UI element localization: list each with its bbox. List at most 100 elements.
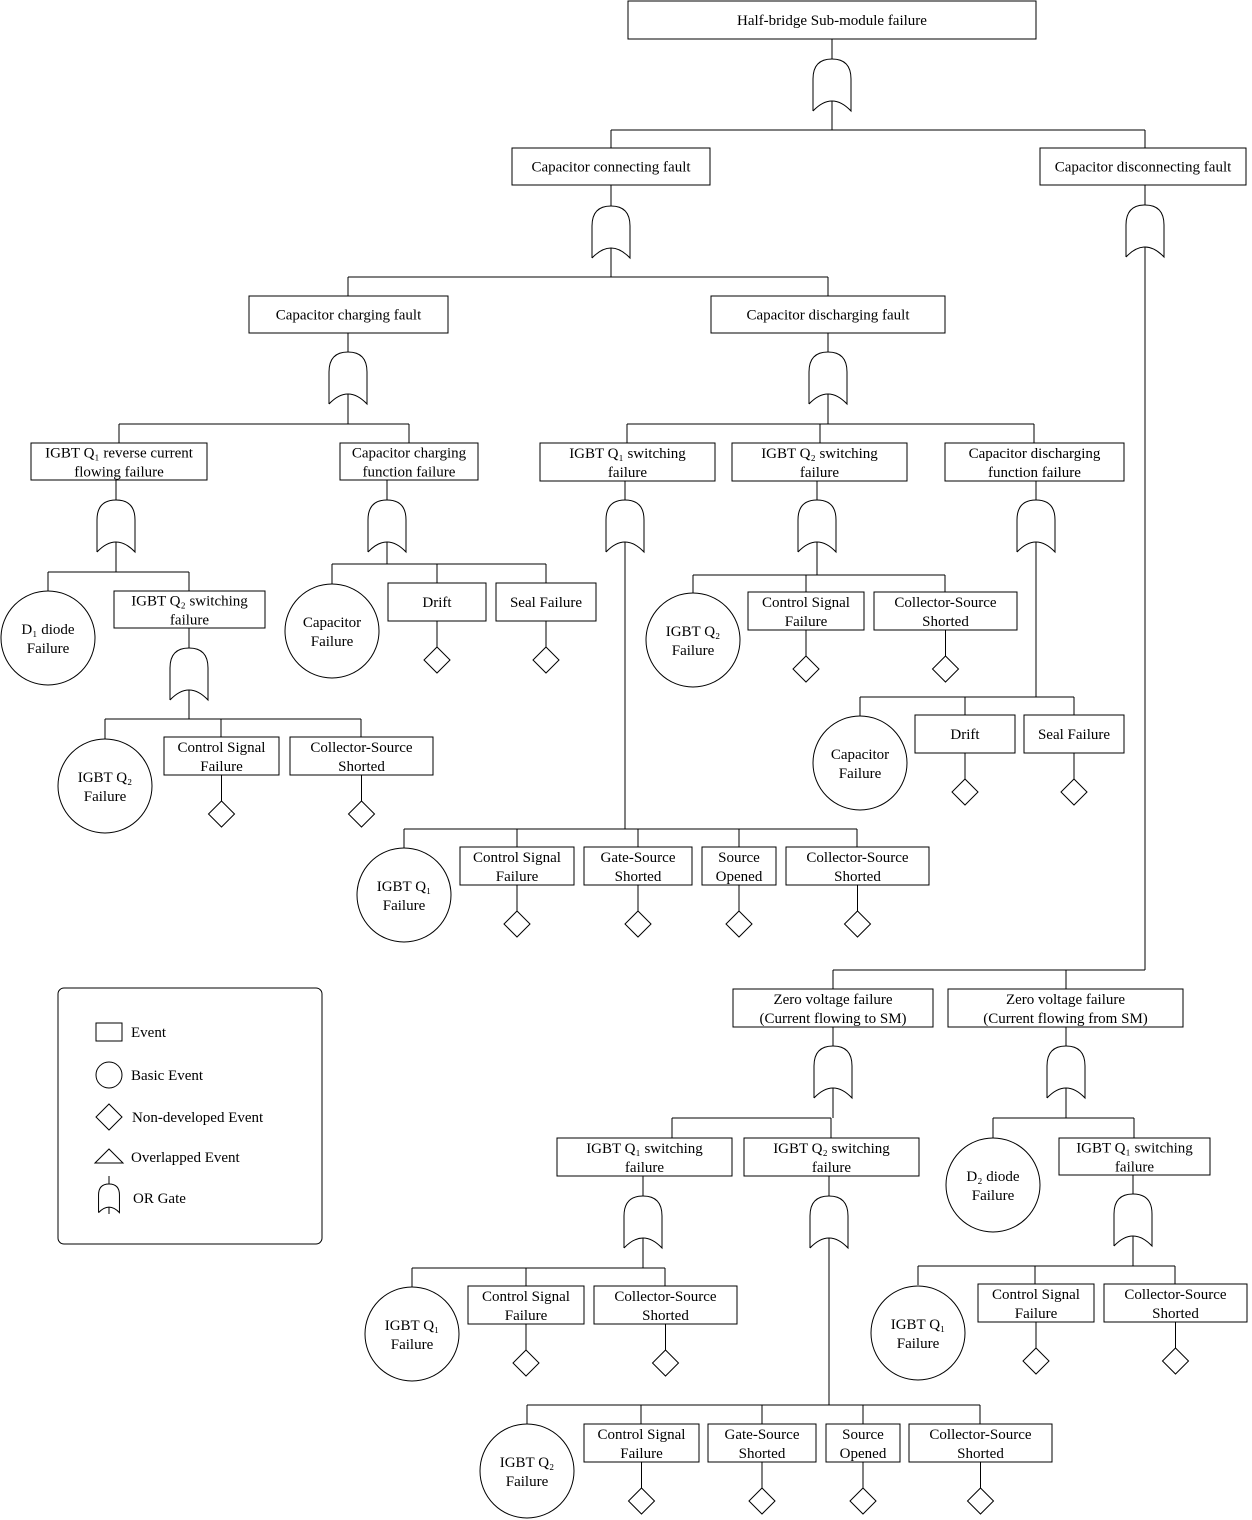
- legend-non-developed-label: Non-developed Event: [132, 1110, 264, 1126]
- leaf-control-signal-a-line1: Control Signal: [178, 740, 266, 756]
- leaf-collector-source-d-line1: Collector-Source: [614, 1289, 717, 1305]
- leaf-collector-source-b-line2: Shorted: [834, 869, 881, 885]
- event-zero-voltage-to-sm: Zero voltage failure(Current flowing to …: [732, 988, 934, 1028]
- leaf-collector-source-b-line1: Collector-Source: [806, 850, 909, 866]
- non-developed-event-diamond: [748, 1487, 776, 1515]
- leaf-collector-source-f-line1: Collector-Source: [1124, 1287, 1227, 1303]
- non-developed-event-diamond: [95, 1103, 123, 1131]
- top-event-box: [627, 0, 1037, 40]
- or-gate-icon: [809, 1195, 849, 1250]
- event-q1-switching-a-line2: failure: [608, 465, 647, 481]
- leaf-collector-source-f-box: [1103, 1283, 1248, 1323]
- event-capacitor-discharging-function-line2: function failure: [988, 465, 1081, 481]
- or-gate-icon: [797, 499, 837, 554]
- leaf-control-signal-b-box: [459, 846, 575, 886]
- leaf-control-signal-a-line2: Failure: [200, 759, 243, 775]
- leaf-collector-source-c-line1: Collector-Source: [894, 595, 997, 611]
- basic-event-igbt-q1-b-line1: IGBT Q₁: [385, 1318, 440, 1334]
- event-capacitor-charging: Capacitor charging fault: [248, 295, 449, 334]
- event-q1-switching-c-box: [556, 1137, 733, 1177]
- event-zero-voltage-from-sm-box: [947, 988, 1184, 1028]
- basic-event-igbt-q1-c-line2: Failure: [897, 1336, 940, 1352]
- basic-event-capacitor-a-circle: [284, 583, 380, 679]
- leaf-gate-source-a-line2: Shorted: [615, 869, 662, 885]
- event-capacitor-connecting: Capacitor connecting fault: [511, 147, 711, 186]
- event-capacitor-charging-box: [248, 295, 449, 334]
- leaf-gate-source-a-box: [583, 846, 693, 886]
- non-developed-event-diamond: [966, 1487, 995, 1515]
- top-event: Half-bridge Sub-module failure: [627, 0, 1037, 40]
- basic-event-igbt-q1-c-line1: IGBT Q₁: [891, 1317, 946, 1333]
- basic-event-igbt-q2-a-line2: Failure: [84, 789, 127, 805]
- leaf-collector-source-e-box: [908, 1423, 1053, 1463]
- basic-event-igbt-q1-a-line1: IGBT Q₁: [377, 879, 432, 895]
- leaf-seal-b-box: [1023, 714, 1125, 754]
- basic-event-capacitor-b-line1: Capacitor: [831, 747, 889, 763]
- leaf-source-opened-a-line1: Source: [718, 850, 760, 866]
- leaf-collector-source-a-line1: Collector-Source: [310, 740, 413, 756]
- non-developed-event-diamond: [423, 646, 451, 674]
- legend-or-gate-label: OR Gate: [133, 1191, 186, 1207]
- event-capacitor-discharging-box: [710, 295, 946, 334]
- or-gate-icon: [1016, 499, 1056, 554]
- non-developed-event-diamond: [624, 910, 652, 938]
- legend-overlapped-label: Overlapped Event: [131, 1150, 241, 1166]
- event-q2-switching-b-line1: IGBT Q₂ switching: [131, 594, 248, 610]
- or-gate-icon: [96, 499, 136, 554]
- leaf-collector-source-b-box: [785, 846, 930, 886]
- event-capacitor-discharging-text: Capacitor discharging fault: [746, 308, 910, 324]
- basic-event-igbt-q2-b-line2: Failure: [672, 643, 715, 659]
- or-gate-icon: [98, 1183, 120, 1214]
- event-capacitor-charging-function-box: [339, 442, 479, 481]
- event-capacitor-discharging: Capacitor discharging fault: [710, 295, 946, 334]
- non-developed-event-diamond: [627, 1487, 656, 1515]
- non-developed-event-diamond: [1060, 778, 1088, 806]
- event-capacitor-discharging-function-line1: Capacitor discharging: [969, 446, 1101, 462]
- basic-event-igbt-q1-c-circle: [870, 1285, 966, 1381]
- basic-event-d1-diode-circle: [0, 590, 96, 686]
- leaf-control-signal-d-line1: Control Signal: [482, 1289, 570, 1305]
- leaf-seal-a-text: Seal Failure: [510, 595, 582, 611]
- leaf-collector-source-d-line2: Shorted: [642, 1308, 689, 1324]
- leaf-source-opened-a-box: [701, 846, 777, 886]
- basic-event-capacitor-b-circle: [812, 715, 908, 811]
- or-gate-icon: [328, 351, 368, 406]
- leaf-source-opened-b-line2: Opened: [840, 1446, 887, 1462]
- leaf-gate-source-b-line2: Shorted: [739, 1446, 786, 1462]
- leaf-control-signal-e-line1: Control Signal: [598, 1427, 686, 1443]
- legend-event-label: Event: [131, 1025, 167, 1041]
- basic-event-d1-diode-line2: Failure: [27, 641, 70, 657]
- event-capacitor-charging-text: Capacitor charging fault: [276, 308, 422, 324]
- leaf-drift-b: Drift: [914, 714, 1016, 754]
- non-developed-event-diamond: [1022, 1347, 1050, 1375]
- leaf-control-signal-d-line2: Failure: [505, 1308, 548, 1324]
- leaf-collector-source-e-line2: Shorted: [957, 1446, 1004, 1462]
- event-q2-switching-a-line2: failure: [800, 465, 839, 481]
- or-gate-icon: [591, 205, 631, 260]
- or-gate-icon: [169, 647, 209, 702]
- basic-event-igbt-q2-a-line1: IGBT Q₂: [78, 770, 133, 786]
- leaf-gate-source-b-box: [707, 1423, 817, 1463]
- leaf-collector-source-c-line2: Shorted: [922, 614, 969, 630]
- basic-event-igbt-q1-a-line2: Failure: [383, 898, 426, 914]
- non-developed-event-diamond: [503, 910, 531, 938]
- basic-event-igbt-q1-a-circle: [356, 847, 452, 943]
- non-developed-event-diamond: [512, 1349, 540, 1377]
- event-zero-voltage-to-sm-line2: (Current flowing to SM): [759, 1011, 906, 1027]
- leaf-source-opened-b-box: [825, 1423, 901, 1463]
